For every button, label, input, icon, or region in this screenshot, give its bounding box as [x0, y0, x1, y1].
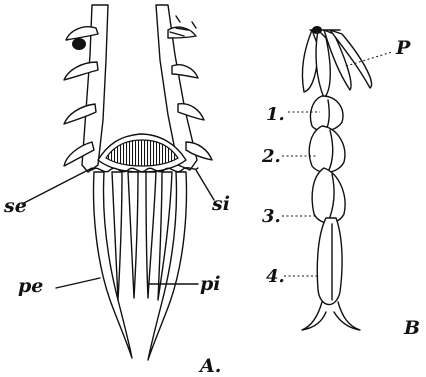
label-pi: pi: [200, 273, 221, 295]
label-se: se: [3, 195, 27, 217]
leader-se: [22, 168, 92, 204]
label-seg-2: 2.: [261, 146, 281, 167]
panel-b-drawing: [282, 26, 392, 330]
right-shaft-spines: [168, 27, 212, 160]
leader-pe: [56, 278, 100, 288]
b-segment-4: [317, 218, 342, 305]
black-spot: [72, 38, 86, 50]
panel-a-drawing: [22, 5, 214, 360]
label-si: si: [211, 193, 230, 215]
label-seg-4: 4.: [266, 266, 285, 287]
inner-spine-2: [128, 172, 138, 298]
label-p: P: [395, 37, 411, 59]
label-seg-1: 1.: [266, 104, 285, 125]
b-claw-right: [334, 302, 360, 330]
b-segment-1: [310, 96, 343, 131]
b-claw-left: [302, 302, 326, 330]
label-seg-3: 3.: [262, 206, 281, 227]
label-pe: pe: [18, 275, 43, 297]
inner-spine-3: [146, 172, 156, 298]
panel-a-label: A.: [198, 355, 221, 377]
b-segment-2: [309, 126, 345, 172]
panel-b-label: B: [403, 317, 420, 339]
b-segment-3: [312, 168, 345, 223]
